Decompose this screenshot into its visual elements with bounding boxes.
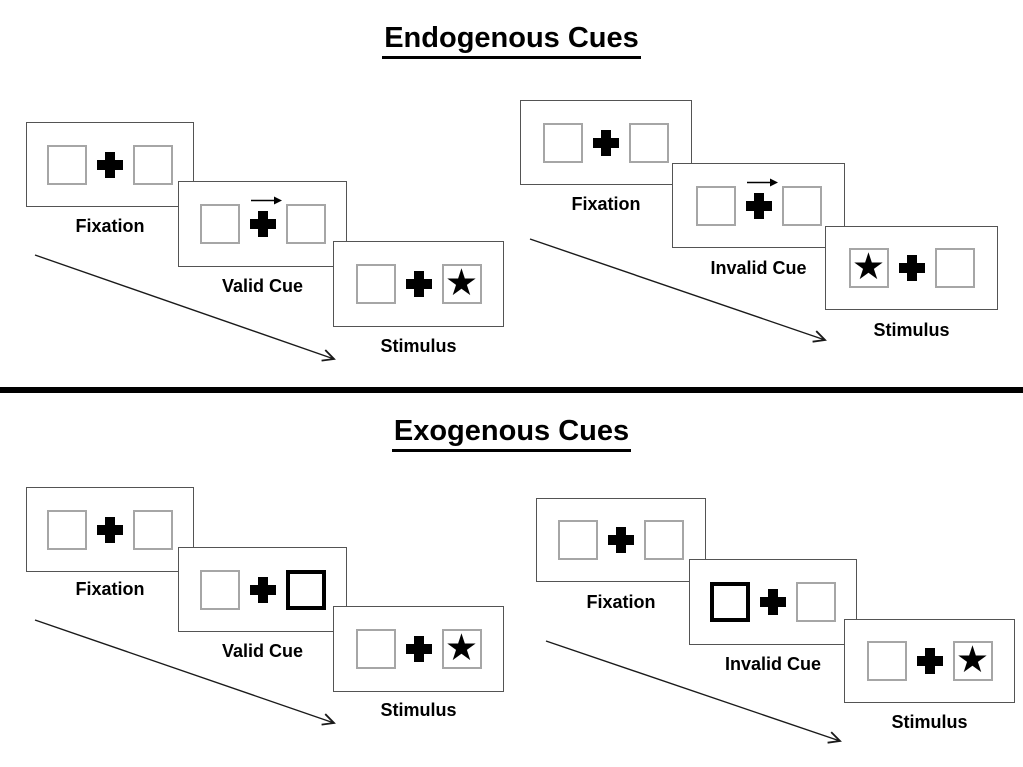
frame-label: Invalid Cue <box>710 258 807 278</box>
left-box <box>199 569 240 610</box>
fixation-cross-icon <box>608 527 634 553</box>
frame-endo-valid-stimulus: ★ <box>333 241 504 327</box>
frame-exo-invalid-cue <box>689 559 857 645</box>
cue-arrow-icon <box>250 196 282 205</box>
left-box <box>199 204 240 244</box>
fixation-cross-icon <box>405 636 432 662</box>
frame-label: Valid Cue <box>221 641 304 661</box>
left-box <box>543 122 583 163</box>
fixation-cross-icon <box>405 271 432 297</box>
frame-exo-invalid-fixation <box>536 498 706 582</box>
frame-label: Stimulus <box>873 320 950 340</box>
fixation-cross-icon <box>760 589 786 615</box>
section-divider <box>0 387 1023 393</box>
frame-exo-valid-cue <box>178 547 347 632</box>
sequence-arrow <box>545 640 842 744</box>
section-title-text: Exogenous Cues <box>391 415 632 452</box>
right-box <box>934 248 975 288</box>
sequence-arrow <box>34 619 336 726</box>
frame-exo-invalid-stimulus: ★ <box>844 619 1015 703</box>
right-box <box>781 185 822 226</box>
fixation-cross-icon <box>249 196 282 237</box>
frame-label: Stimulus <box>891 712 968 732</box>
exogenous-section-title: Exogenous Cues <box>0 415 1023 452</box>
frame-endo-invalid-fixation <box>520 100 692 185</box>
fixation-cross-icon <box>593 129 619 156</box>
frame-label: Valid Cue <box>221 276 304 296</box>
left-box <box>355 629 396 669</box>
left-box: ★ <box>848 245 889 288</box>
frame-label: Fixation <box>75 216 145 236</box>
fixation-cross-icon <box>916 648 943 674</box>
right-box <box>644 520 684 560</box>
right-box <box>133 509 173 550</box>
right-box: ★ <box>441 626 482 669</box>
frame-label: Fixation <box>571 194 641 214</box>
frame-endo-invalid-stimulus: ★ <box>825 226 998 310</box>
right-box: ★ <box>441 261 482 304</box>
frame-label: Stimulus <box>380 700 457 720</box>
frame-endo-invalid-cue <box>672 163 845 248</box>
frame-label: Invalid Cue <box>724 654 822 674</box>
endogenous-section-title: Endogenous Cues <box>0 22 1023 59</box>
frame-label: Stimulus <box>380 336 457 356</box>
frame-endo-valid-cue <box>178 181 347 267</box>
sequence-arrow <box>34 254 336 362</box>
star-icon: ★ <box>851 245 886 287</box>
fixation-cross-icon <box>97 151 123 178</box>
left-box <box>558 520 598 560</box>
right-box: ★ <box>952 638 993 681</box>
left-box <box>355 264 396 304</box>
fixation-cross-icon <box>745 178 778 219</box>
sequence-arrow <box>529 238 827 343</box>
frame-label: Fixation <box>75 579 145 599</box>
right-box <box>285 204 326 244</box>
frame-exo-valid-stimulus: ★ <box>333 606 504 692</box>
right-box <box>629 122 669 163</box>
section-title-text: Endogenous Cues <box>382 22 641 59</box>
fixation-cross-icon <box>97 516 123 543</box>
fixation-cross-icon <box>898 255 925 281</box>
star-icon: ★ <box>444 261 479 303</box>
left-box-highlighted <box>710 582 750 622</box>
frame-label: Fixation <box>586 592 656 612</box>
left-box <box>47 509 87 550</box>
left-box <box>695 185 736 226</box>
right-box <box>133 144 173 185</box>
left-box <box>47 144 87 185</box>
right-box <box>796 582 836 622</box>
frame-endo-valid-fixation <box>26 122 194 207</box>
cue-arrow-icon <box>746 178 778 186</box>
left-box <box>866 641 907 681</box>
star-icon: ★ <box>444 626 479 668</box>
frame-exo-valid-fixation <box>26 487 194 572</box>
right-box-highlighted <box>285 569 326 610</box>
star-icon: ★ <box>955 638 990 680</box>
fixation-cross-icon <box>249 576 276 603</box>
